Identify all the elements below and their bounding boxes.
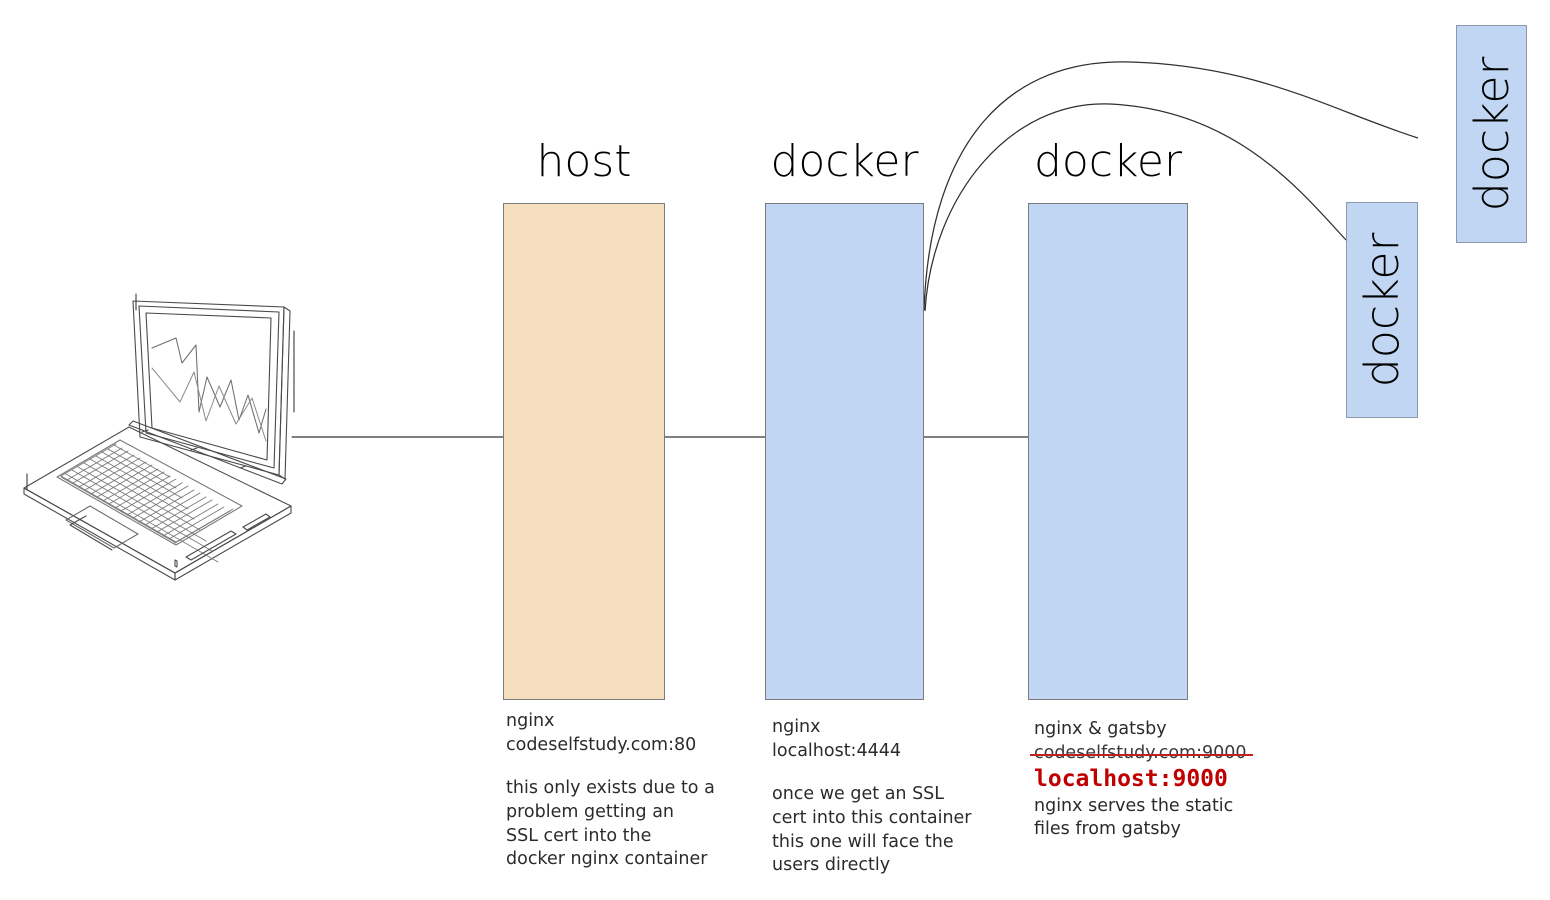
curve-to-docker-large — [923, 61, 1419, 311]
docker-side-box-small[interactable]: docker — [1346, 202, 1418, 418]
column-header-docker-gatsby: docker — [1033, 136, 1183, 187]
column-docker-nginx[interactable] — [765, 203, 924, 700]
host-note: this only exists due to a problem gettin… — [506, 778, 715, 870]
caption-spacer — [506, 757, 746, 777]
docker-nginx-address-label: localhost:4444 — [772, 740, 901, 761]
host-service-label: nginx — [506, 711, 555, 731]
host-address-label: codeselfstudy.com:80 — [506, 734, 697, 755]
docker-gatsby-service-label: nginx & gatsby — [1034, 719, 1167, 739]
docker-side-label-small: docker — [1355, 232, 1409, 388]
caption-docker-gatsby: nginx & gatsby codeselfstudy.com:9000 lo… — [1030, 718, 1279, 842]
column-host[interactable] — [503, 203, 665, 700]
column-header-docker-nginx: docker — [770, 136, 919, 187]
caption-spacer — [772, 763, 997, 783]
docker-gatsby-note: nginx serves the static files from gatsb… — [1034, 795, 1234, 840]
curve-to-docker-small — [924, 103, 1347, 312]
strikethrough-text: codeselfstudy.com:9000 — [1030, 742, 1253, 766]
laptop-illustration — [23, 293, 301, 581]
docker-side-label-large: docker — [1464, 56, 1519, 212]
column-header-host: host — [536, 136, 632, 187]
docker-gatsby-address-active: localhost:9000 — [1034, 766, 1228, 793]
caption-docker-nginx: nginx localhost:4444 once we get an SSL … — [772, 716, 997, 878]
column-docker-gatsby[interactable] — [1028, 203, 1188, 700]
docker-gatsby-address-deprecated: codeselfstudy.com:9000 — [1030, 742, 1279, 766]
docker-nginx-note: once we get an SSL cert into this contai… — [772, 784, 972, 876]
curved-connectors — [923, 61, 1419, 312]
docker-side-box-large[interactable]: docker — [1456, 25, 1527, 243]
caption-host: nginx codeselfstudy.com:80 this only exi… — [506, 710, 746, 872]
docker-nginx-service-label: nginx — [772, 717, 821, 737]
